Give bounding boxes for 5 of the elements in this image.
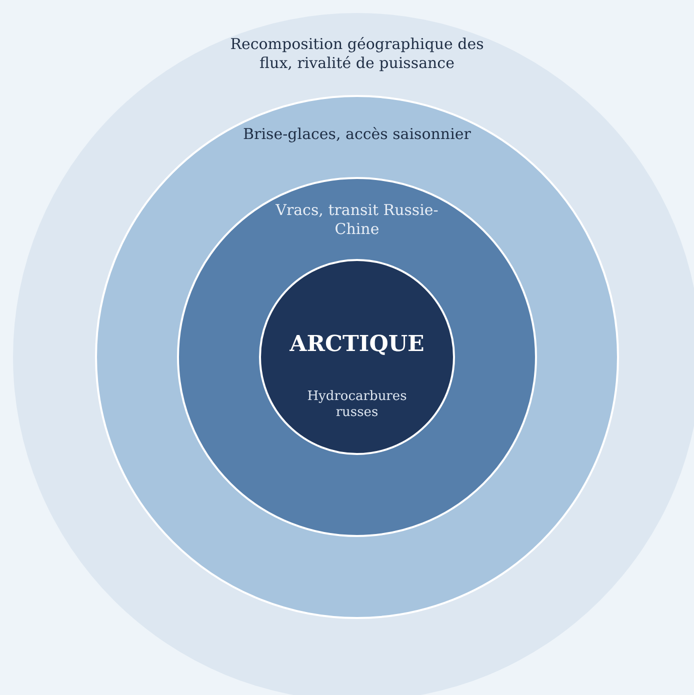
- ring-label: Brise-glaces, accès saisonnier: [242, 125, 472, 144]
- center-title: ARCTIQUE: [288, 331, 426, 357]
- ring-label: Vracs, transit Russie-Chine: [274, 201, 440, 239]
- ring-label: Hydrocarbures russes: [306, 389, 408, 421]
- ring-label: Recomposition géographique des flux, rivalité de puissance: [229, 35, 485, 73]
